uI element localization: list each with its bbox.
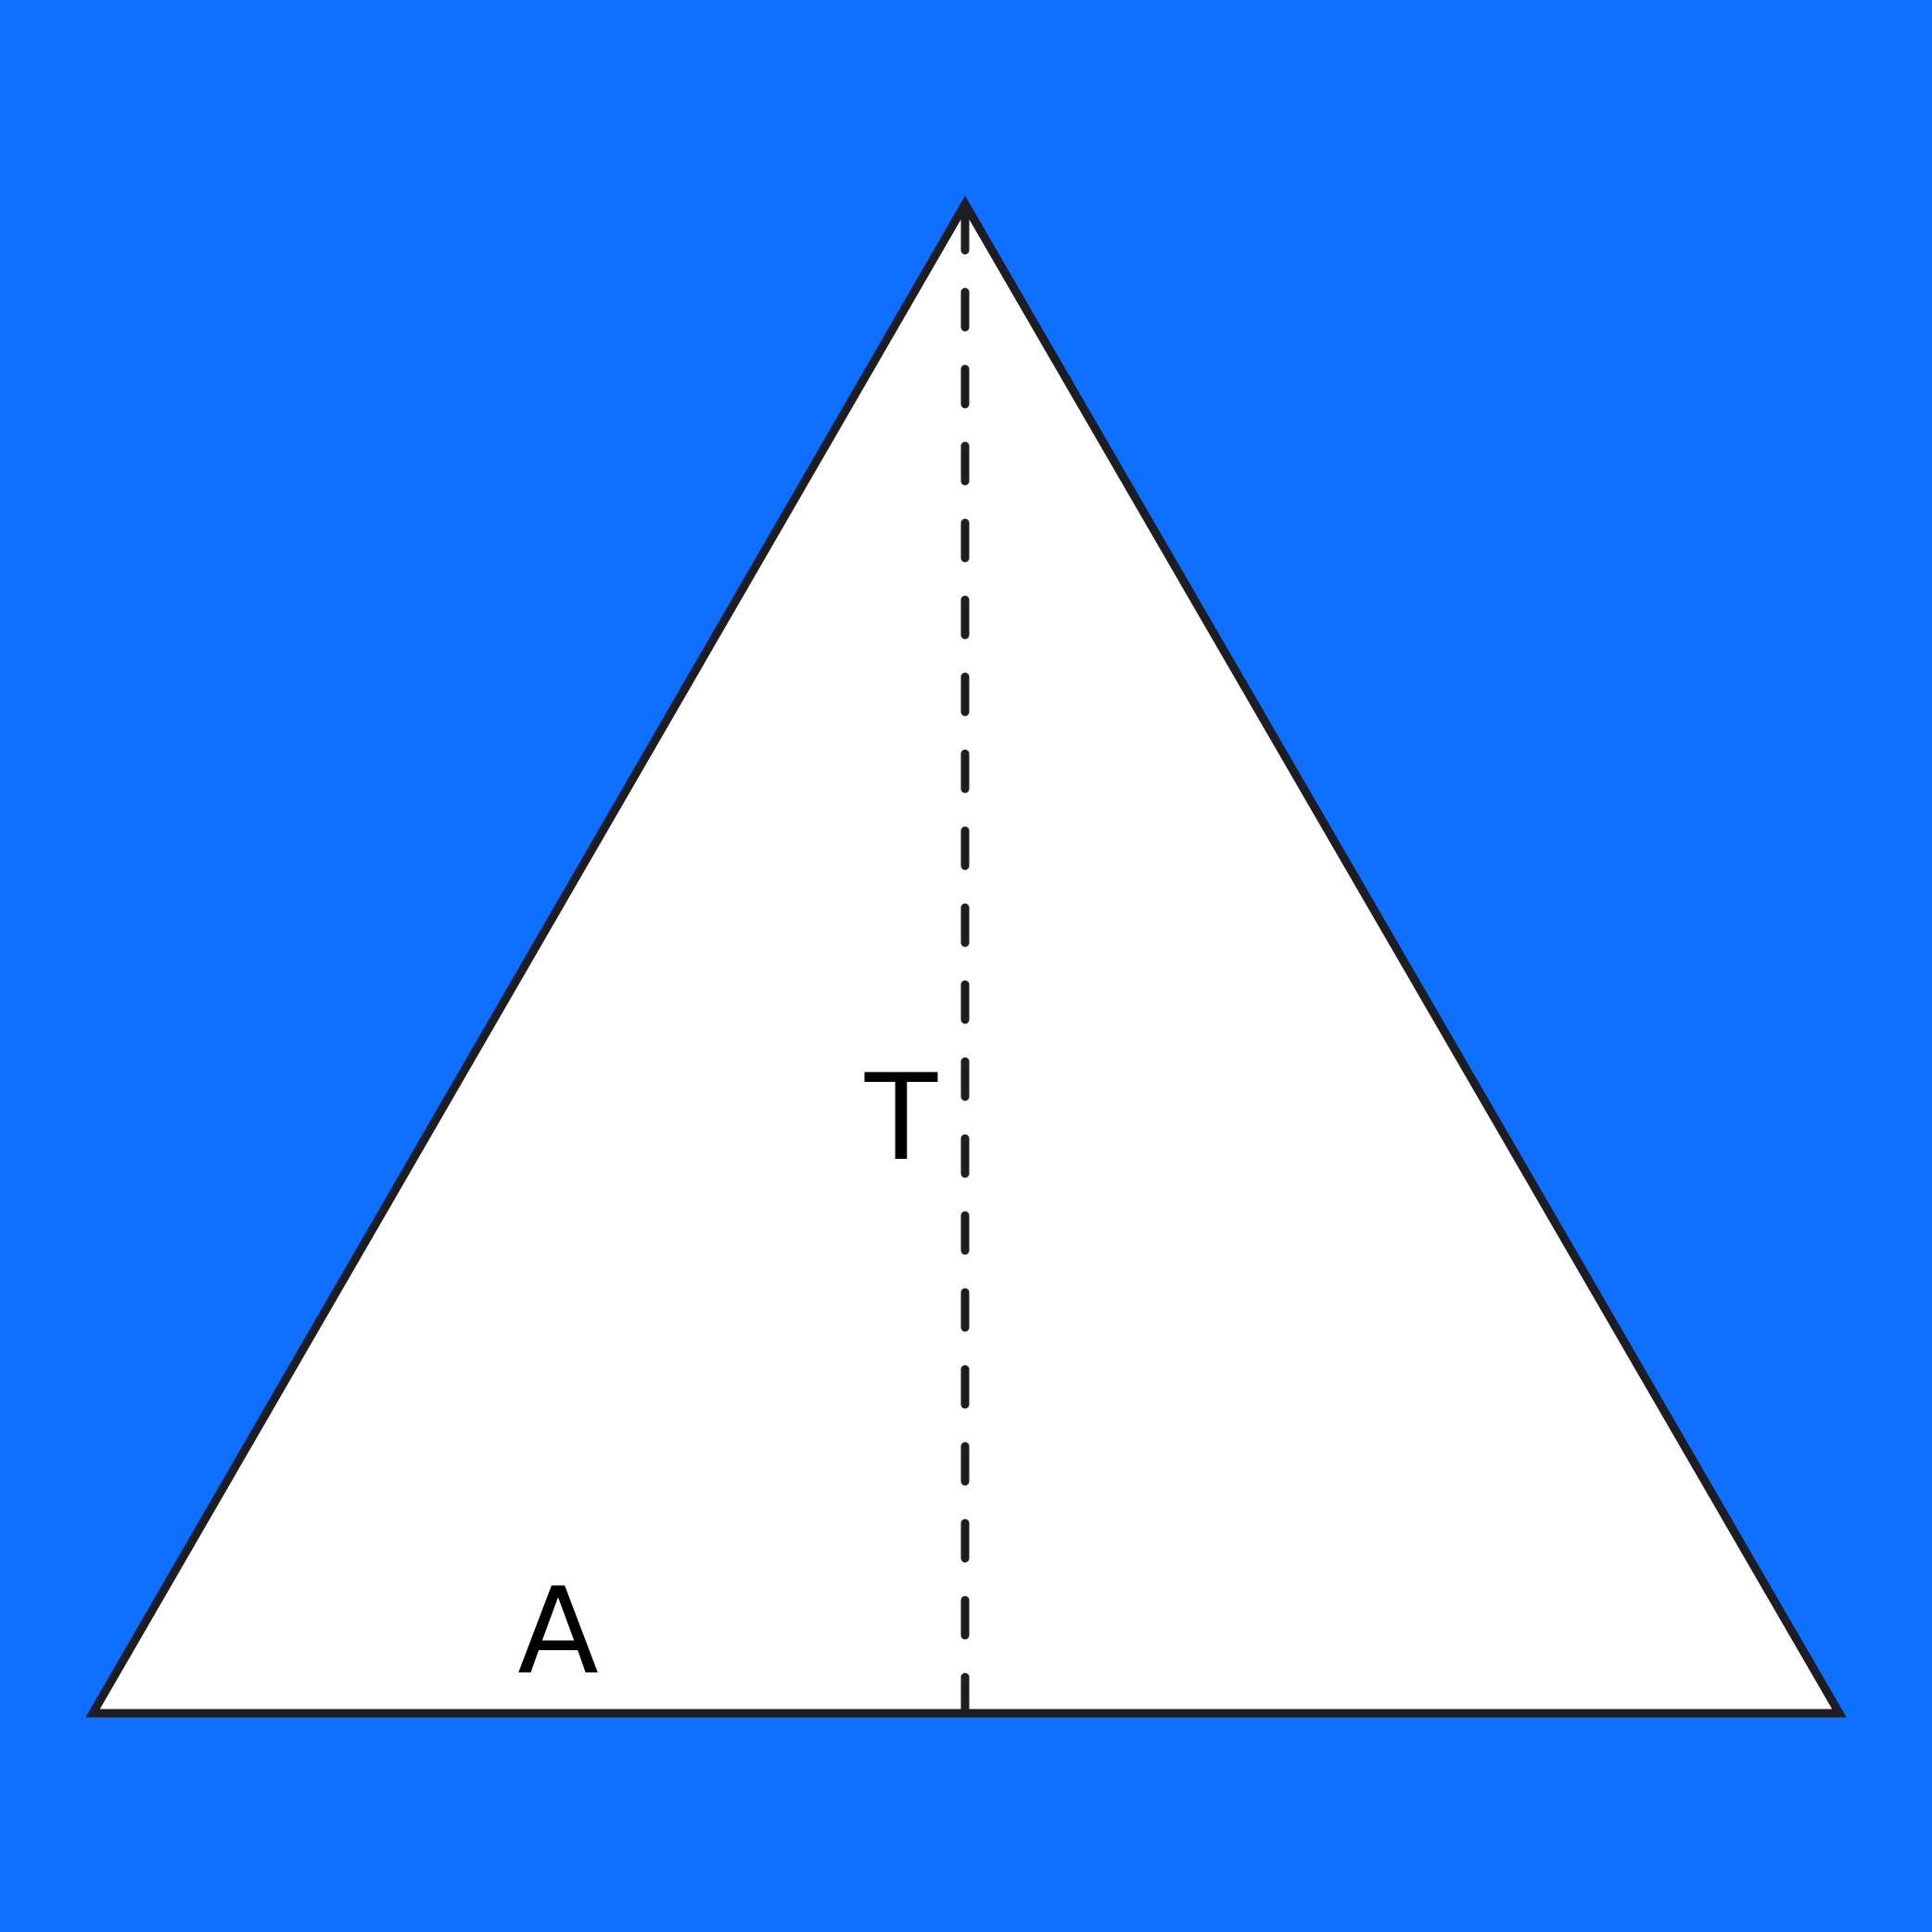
height-label: T: [864, 1049, 938, 1188]
base-label: A: [517, 1563, 599, 1701]
